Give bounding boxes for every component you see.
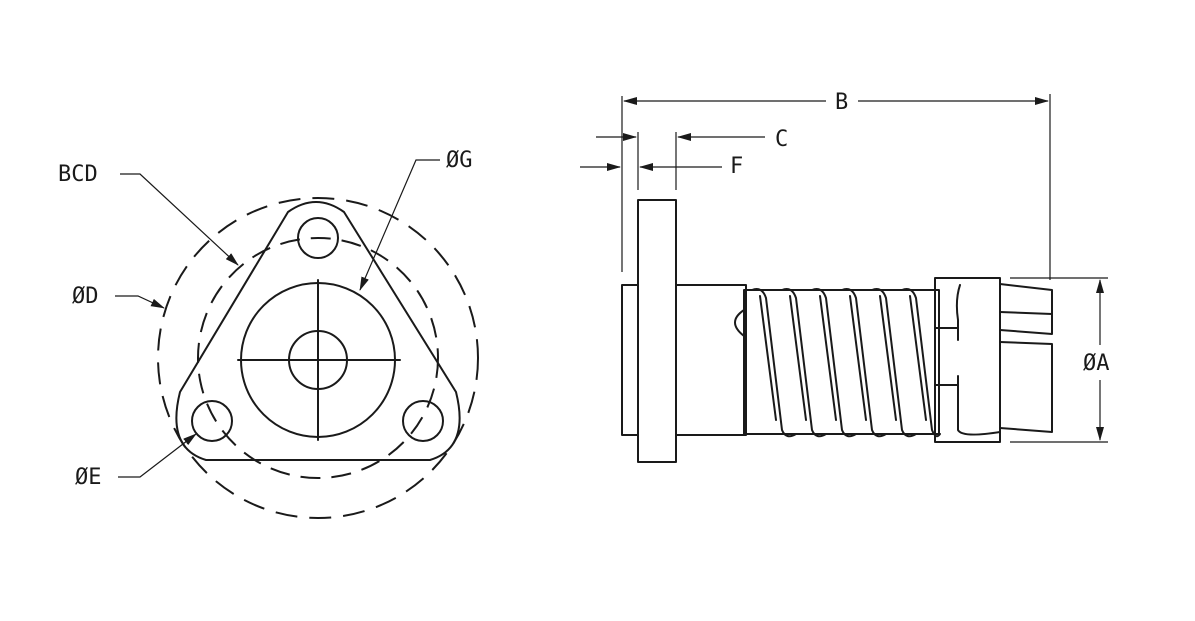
spring-coils [751,288,941,438]
leader-bcd [120,173,239,266]
collet-inner [955,284,1001,436]
side-nub [734,309,745,337]
label-f: F [730,154,743,179]
leader-dia-d [115,295,165,309]
collet-fingers [999,283,1053,433]
collet-head [934,277,1001,443]
label-dia-g: ØG [446,148,473,173]
label-b: B [835,90,848,115]
bolt-hole-top [297,217,339,259]
label-dia-e: ØE [75,465,102,490]
label-c: C [775,127,788,152]
outer-diameter-circle [157,197,479,519]
side-flange [637,199,677,463]
label-bcd: BCD [58,162,98,187]
bolt-circle [197,237,439,479]
leader-dia-e [118,433,197,478]
side-view: B C F ØA [580,90,1120,463]
label-dia-d: ØD [72,284,99,309]
leader-dia-g [359,159,440,291]
triangular-flange [175,201,461,461]
bolt-hole-left [191,400,233,442]
label-dia-a: ØA [1083,351,1110,376]
shoulder [621,284,639,436]
side-body [675,284,747,436]
bolt-hole-right [402,400,444,442]
front-view: BCD ØG ØD ØE [58,148,479,519]
